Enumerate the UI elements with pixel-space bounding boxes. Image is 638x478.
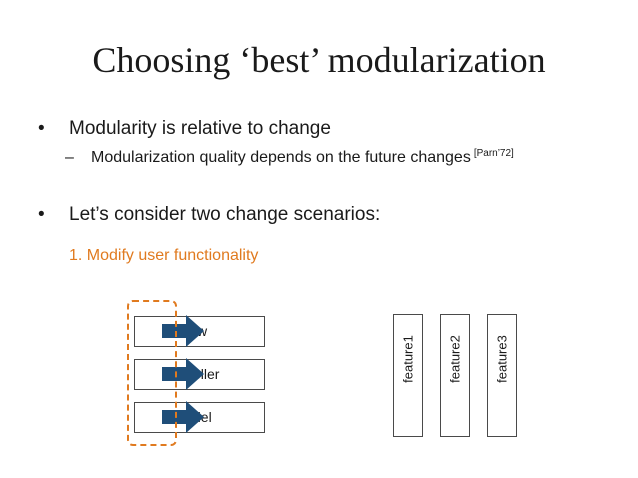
controller-arrow-icon	[162, 358, 204, 390]
bullet-dot: •	[38, 118, 45, 139]
model-arrow-icon	[162, 401, 204, 433]
feature-box-1: feature1	[393, 314, 423, 437]
citation: [Parn’72]	[473, 148, 514, 159]
feature-box-3: feature3	[487, 314, 517, 437]
controller-layer-label: oller	[193, 366, 220, 382]
feature-label-2: feature2	[447, 335, 463, 383]
scenario-label: 1. Modify user functionality	[69, 247, 259, 264]
sub-dash: –	[65, 149, 74, 166]
bullet-text: Let’s consider two change scenarios:	[69, 204, 381, 225]
change-scope-frame	[127, 300, 177, 446]
slide-title: Choosing ‘best’ modularization	[92, 40, 546, 80]
bullet-dot: •	[38, 204, 45, 225]
feature-label-1: feature1	[400, 335, 416, 383]
bullet-text: Modularity is relative to change	[69, 118, 331, 139]
sub-bullet-text: Modularization quality depends on the fu…	[91, 149, 471, 166]
feature-label-3: feature3	[494, 335, 510, 383]
view-arrow-icon	[162, 315, 204, 347]
feature-box-2: feature2	[440, 314, 470, 437]
sub-bullet-1: –Modularization quality depends on the f…	[65, 148, 514, 170]
